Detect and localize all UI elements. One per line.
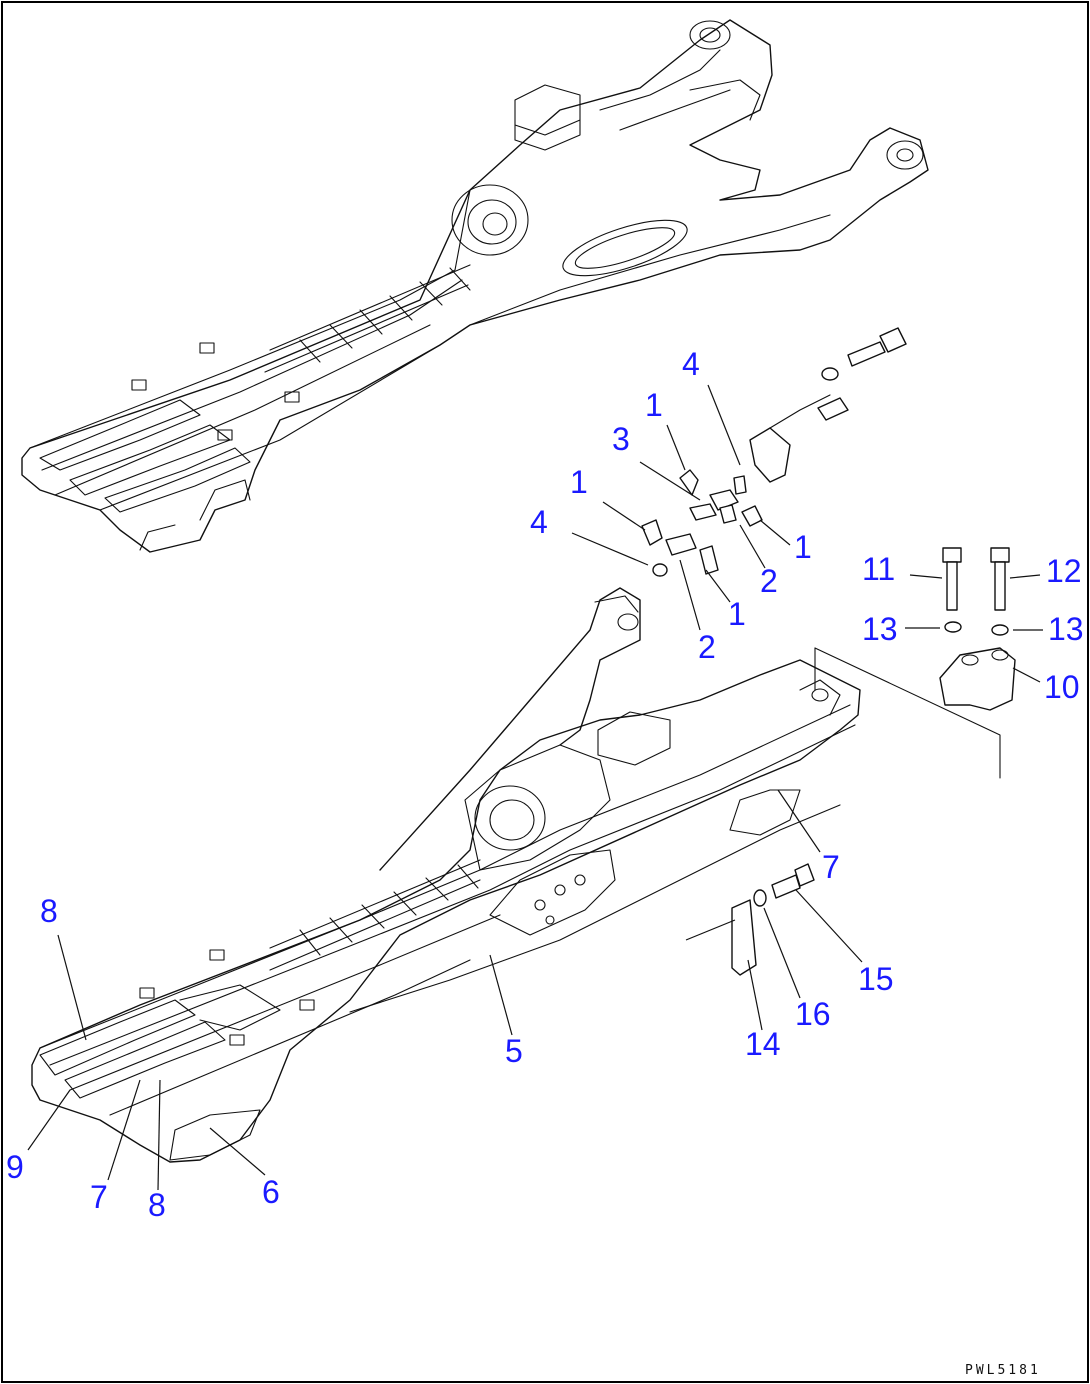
cap-bolts	[942, 547, 1010, 636]
callout-7-left: 7	[90, 1179, 108, 1215]
upper-frame-assembly	[21, 19, 929, 553]
bracket-cap	[939, 647, 1016, 711]
side-plate	[731, 899, 757, 976]
callout-1-lower: 1	[728, 596, 746, 632]
callout-labels: 4 1 3 1 4 1 2 1 2 11 12 13 13 10 7 15 16…	[6, 346, 1084, 1223]
callout-2-lower: 2	[698, 629, 716, 665]
callout-8-bottom: 8	[148, 1187, 166, 1223]
callout-6: 6	[262, 1174, 280, 1210]
drawing-code: PWL5181	[965, 1363, 1041, 1378]
callout-10: 10	[1044, 669, 1080, 705]
clip-set-lower	[641, 519, 719, 577]
callout-2-upper: 2	[760, 563, 778, 599]
exploded-parts	[641, 327, 1016, 976]
callout-9: 9	[6, 1149, 24, 1185]
callout-11: 11	[862, 551, 895, 587]
callout-14: 14	[745, 1026, 781, 1062]
clip-set-upper	[679, 469, 763, 527]
leader-lines	[27, 384, 1043, 1191]
lower-frame-assembly	[31, 587, 1001, 1163]
callout-3: 3	[612, 421, 630, 457]
callout-4-upper: 4	[682, 346, 700, 382]
callout-1-upper: 1	[645, 387, 663, 423]
callout-1-right: 1	[794, 529, 812, 565]
callout-8-top: 8	[40, 893, 58, 929]
callout-1-mid: 1	[570, 464, 588, 500]
callout-12: 12	[1046, 553, 1082, 589]
callout-4-lower: 4	[530, 504, 548, 540]
callout-16: 16	[795, 996, 831, 1032]
callout-13-left: 13	[862, 611, 898, 647]
callout-7-right: 7	[822, 849, 840, 885]
callout-5: 5	[505, 1033, 523, 1069]
callout-15: 15	[858, 961, 894, 997]
top-bolt	[749, 327, 907, 483]
callout-13-right: 13	[1048, 611, 1084, 647]
